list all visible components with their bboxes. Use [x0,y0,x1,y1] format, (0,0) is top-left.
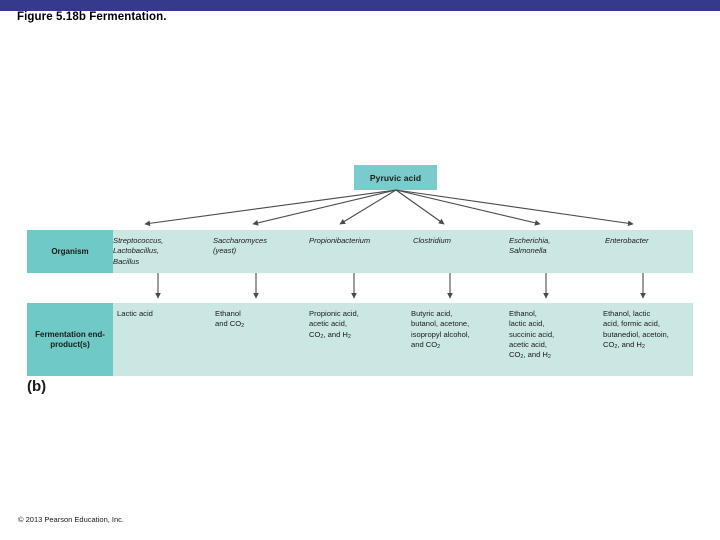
products-cell-3: Propionic acid,acetic acid,CO2, and H2 [309,309,359,340]
organism-row-label: Organism [27,230,113,273]
copyright-notice: © 2013 Pearson Education, Inc. [18,515,125,524]
arrow-to-organism-1 [144,189,397,227]
organism-row: Organism Streptococcus, Lactobacillus, B… [27,230,693,273]
organism-cell-6: Enterobacter [605,236,649,245]
slide-accent-bar [0,0,720,11]
arrow-to-organism-4 [395,189,445,225]
page-title: Figure 5.18b Fermentation. [17,11,167,23]
organism-cell-3: Propionibacterium [309,236,371,245]
panel-letter: (b) [27,378,47,395]
organism-cells: Streptococcus, Lactobacillus, Bacillus S… [113,230,693,273]
products-row-label: Fermentation end-product(s) [27,303,113,376]
products-cell-5: Ethanol,lactic acid,succinic acid,acetic… [509,309,555,361]
organism-cell-5: Escherichia, Salmonella [509,236,551,256]
arrow-to-organism-5 [395,189,541,226]
arrow-to-organism-2 [252,189,397,226]
organism-cell-1: Streptococcus, Lactobacillus, Bacillus [113,236,164,266]
organism-cell-4: Clostridium [413,236,451,245]
organism-row-label-text: Organism [51,246,89,256]
fermentation-products-row: Fermentation end-product(s) Lactic acid … [27,303,693,376]
products-cell-1: Lactic acid [117,309,153,318]
organism-cell-2: Saccharomyces (yeast) [213,236,268,256]
fermentation-figure: Pyruvic acid [0,140,720,405]
pyruvic-acid-node: Pyruvic acid [354,165,437,190]
products-cell-4: Butyric acid,butanol, acetone,isopropyl … [411,309,470,350]
pyruvic-acid-label: Pyruvic acid [369,172,422,183]
arrow-to-organism-6 [395,189,634,227]
arrow-to-organism-3 [339,189,397,225]
products-row-label-text: Fermentation end-product(s) [35,329,105,349]
